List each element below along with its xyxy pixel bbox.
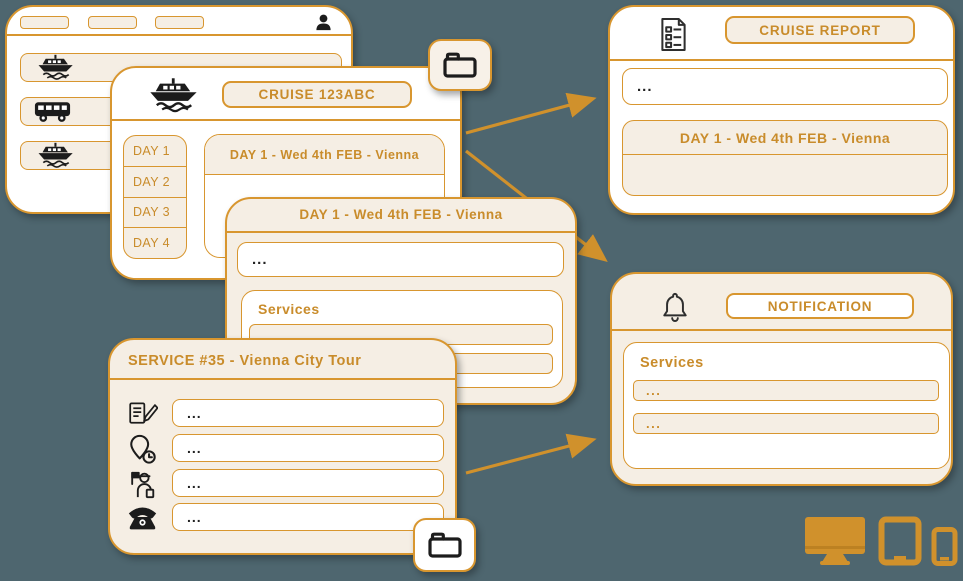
service-schedule-field[interactable]: ... [172,434,444,462]
arrow-service-to-notification [465,433,597,475]
desktop-icon [805,517,865,565]
divider [612,329,951,331]
notification-item-2[interactable]: ... [633,413,939,434]
day-panel-header[interactable]: DAY 1 - Wed 4th FEB - Vienna [205,135,444,175]
menu-button-2[interactable] [88,16,137,29]
user-profile-button[interactable] [313,12,333,32]
ship-icon [146,76,202,114]
menu-button-1[interactable] [20,16,69,29]
divider [610,59,953,61]
report-day-card-title: DAY 1 - Wed 4th FEB - Vienna [623,121,947,155]
cruise-report-panel: CRUISE REPORT ... DAY 1 - Wed 4th FEB - … [608,5,955,215]
service-notes-field[interactable]: ... [172,399,444,427]
person-icon [315,14,331,30]
folder-icon [427,532,462,558]
folder-icon [443,52,477,78]
bus-icon [34,102,71,122]
phone-icon [127,503,158,532]
folder-shortcut-bottom[interactable] [413,518,476,572]
app-window-toolbar [7,7,351,36]
sidebar-item-day1[interactable]: DAY 1 [124,136,186,167]
menu-button-3[interactable] [155,16,204,29]
bell-icon [660,289,690,324]
report-icon [658,15,688,53]
service-phone-field[interactable]: ... [172,503,444,531]
notification-button[interactable]: NOTIFICATION [726,293,914,319]
day-sidebar: DAY 1 DAY 2 DAY 3 DAY 4 [123,135,187,259]
service-window: SERVICE #35 - Vienna City Tour ... ... [108,338,457,555]
smartphone-icon [931,527,958,566]
sidebar-item-day4[interactable]: DAY 4 [133,236,170,251]
day-summary-field[interactable]: ... [237,242,564,277]
divider [110,378,455,380]
report-day-card: DAY 1 - Wed 4th FEB - Vienna [622,120,948,196]
cruise-window-header: CRUISE 123ABC [112,68,460,121]
ship-icon [38,142,73,168]
ship-icon [38,54,73,80]
service-guide-field[interactable]: ... [172,469,444,497]
day-detail-title: DAY 1 - Wed 4th FEB - Vienna [299,207,503,222]
service-window-title: SERVICE #35 - Vienna City Tour [128,353,362,369]
notification-services-label: Services [640,355,704,371]
tour-guide-icon [127,469,158,498]
arrow-to-report [465,92,597,135]
folder-shortcut-top[interactable] [428,39,492,91]
tablet-icon [878,516,922,566]
services-label: Services [258,301,320,317]
notification-panel: NOTIFICATION Services ... ... [610,272,953,486]
cruise-report-button[interactable]: CRUISE REPORT [725,16,915,44]
location-time-icon [127,434,158,464]
notes-icon [127,399,158,428]
divider [227,231,575,233]
notification-services-card: Services ... ... [623,342,950,469]
report-summary-field[interactable]: ... [622,68,948,105]
notification-item-1[interactable]: ... [633,380,939,401]
sidebar-item-day3[interactable]: DAY 3 [124,198,186,229]
sidebar-item-day2[interactable]: DAY 2 [124,167,186,198]
cruise-title-button[interactable]: CRUISE 123ABC [222,81,412,108]
